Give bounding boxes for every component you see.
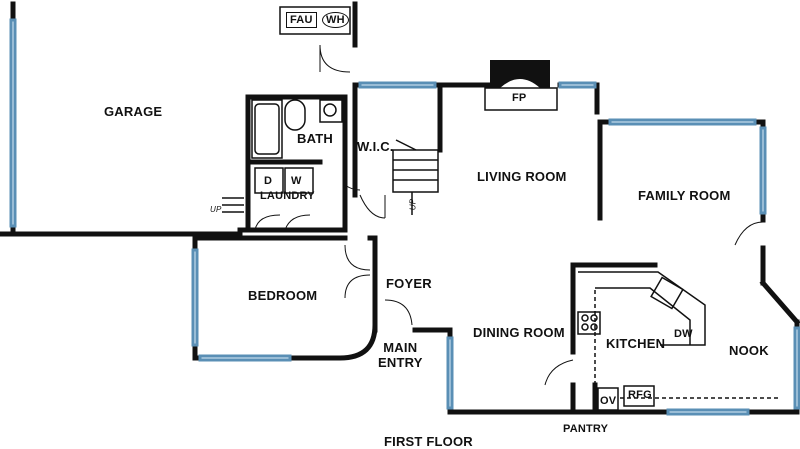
room-label-garage: GARAGE xyxy=(104,104,163,119)
room-label-bedroom: BEDROOM xyxy=(248,288,318,303)
main-entry-line-1: MAIN xyxy=(383,340,418,355)
room-label-dining-room: DINING ROOM xyxy=(473,325,565,340)
bath-fixtures xyxy=(251,99,343,159)
room-label-family-room: FAMILY ROOM xyxy=(638,188,731,203)
room-label-kitchen: KITCHEN xyxy=(606,336,666,351)
fixture-refrigerator: RFG xyxy=(628,389,652,401)
fixture-dishwasher: DW xyxy=(674,328,693,340)
stairs xyxy=(222,139,439,215)
fireplace xyxy=(484,60,558,111)
room-label-bath: BATH xyxy=(297,131,333,146)
windows xyxy=(9,18,800,416)
room-label-pantry: PANTRY xyxy=(563,423,609,435)
room-label-living-room: LIVING ROOM xyxy=(477,169,567,184)
doors xyxy=(254,44,764,386)
fixture-washer: W xyxy=(291,175,302,187)
room-label-nook: NOOK xyxy=(729,343,769,358)
fixture-dryer: D xyxy=(264,175,273,187)
floor-plan-title: FIRST FLOOR xyxy=(384,434,473,449)
room-label-wic: W.I.C. xyxy=(357,139,394,154)
room-label-main-entry: MAIN ENTRY xyxy=(378,340,423,370)
kitchen-counters xyxy=(577,271,780,411)
stairs-up-label-main: UP xyxy=(408,198,418,211)
room-label-laundry: LAUNDRY xyxy=(260,190,315,202)
fixture-fau: FAU xyxy=(286,12,317,28)
main-entry-line-2: ENTRY xyxy=(378,355,423,370)
stairs-up-label-laundry: UP xyxy=(210,205,222,214)
room-label-foyer: FOYER xyxy=(386,276,432,291)
fixture-fireplace-label: FP xyxy=(512,92,527,104)
utility-boxes xyxy=(254,6,351,194)
fixture-wh: WH xyxy=(322,12,349,28)
fixture-oven: OV xyxy=(600,395,617,407)
